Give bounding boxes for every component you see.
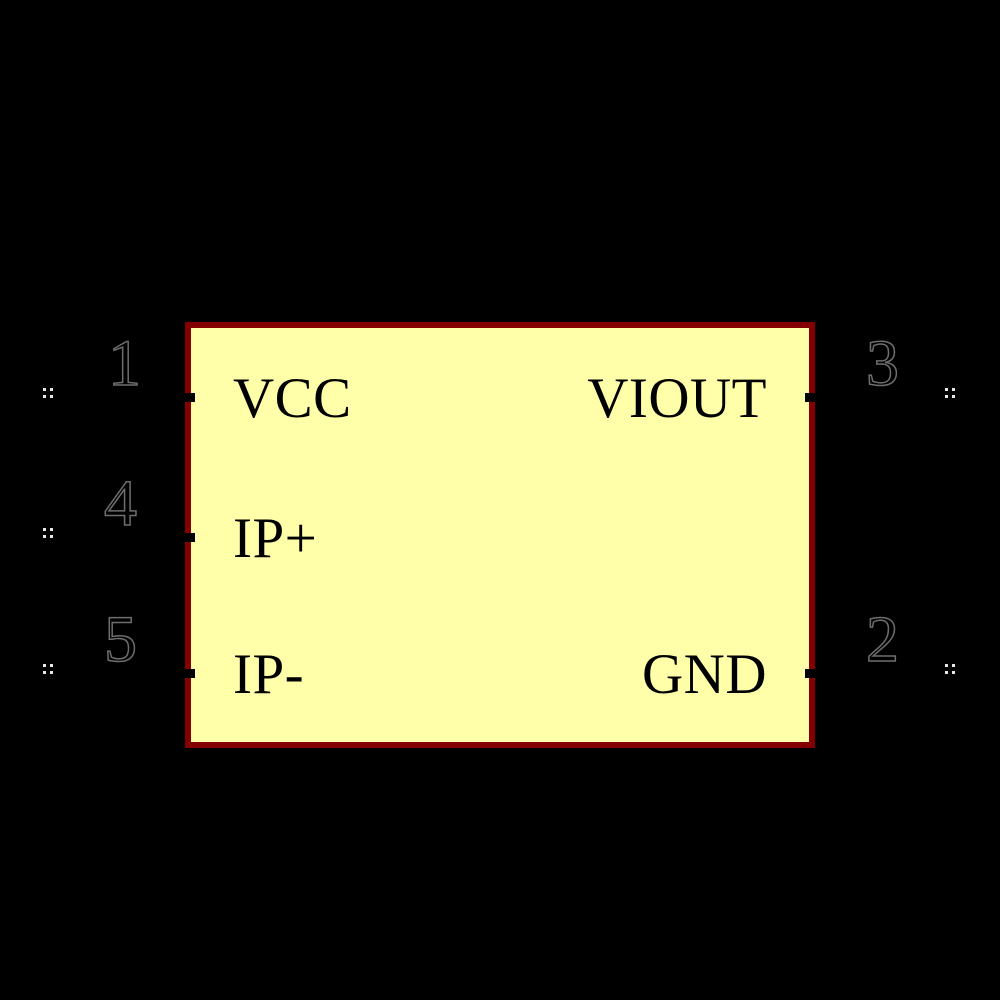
pin-number-3: 3 [865,327,900,400]
pin-number-1: 1 [107,327,142,400]
pin-stub-4[interactable] [181,533,195,542]
pin-name-viout: VIOUT [587,367,767,430]
pin-name-vcc: VCC [233,367,352,430]
pin-endpoint-dots-icon-1[interactable] [43,388,54,399]
pin-number-5: 5 [103,603,138,676]
component-body[interactable] [185,322,815,748]
pin-name-gnd: GND [642,643,767,706]
pin-endpoint-dots-icon-4[interactable] [43,528,54,539]
pin-stub-5[interactable] [181,669,195,678]
pin-name-ip-minus: IP- [233,643,305,706]
pin-endpoint-dots-icon-5[interactable] [43,664,54,675]
pin-stub-1[interactable] [181,393,195,402]
pin-endpoint-dots-icon-2[interactable] [945,664,956,675]
pin-stub-3[interactable] [805,393,819,402]
pin-name-ip-plus: IP+ [233,507,318,570]
pin-number-4: 4 [103,467,138,540]
pin-number-2: 2 [865,603,900,676]
pin-stub-2[interactable] [805,669,819,678]
pin-endpoint-dots-icon-3[interactable] [945,388,956,399]
